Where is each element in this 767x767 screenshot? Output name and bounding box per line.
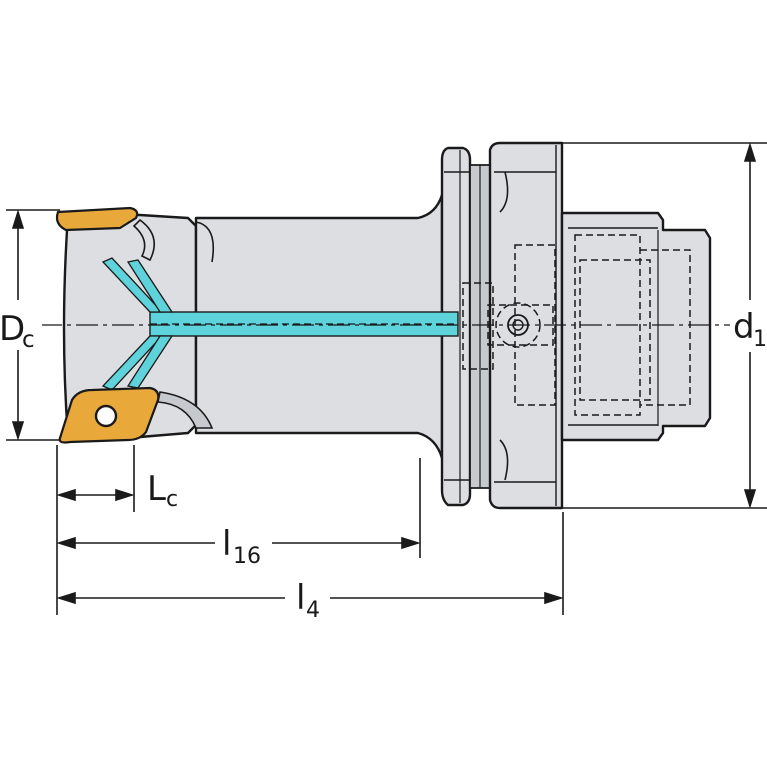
insert-top-shape [55,206,139,232]
label-l4-sub: 4 [306,598,320,623]
insert-bottom [58,386,214,444]
label-d1: d 1 [732,304,767,352]
label-l16-main: l [222,524,231,564]
insert-top [55,206,156,262]
label-dc: D c [0,302,42,353]
label-lc-main: L [147,469,166,509]
label-l4-main: l [296,578,305,618]
label-lc: L c [147,469,178,512]
label-dc-sub: c [22,327,35,353]
coolant-branch-upper-2 [126,259,174,313]
label-d1-sub: 1 [753,327,767,352]
insert-screw-icon [94,404,118,428]
dimension-lines [6,142,767,615]
coolant-branch-upper-1 [101,257,164,313]
label-lc-sub: c [166,487,178,512]
coolant-channels [101,257,459,391]
label-dc-main: D [0,309,25,349]
label-l16-sub: 16 [233,544,261,569]
hsk-spigot [560,211,712,442]
label-l4: l 4 [296,578,320,623]
label-l16: l 16 [222,524,261,569]
tool-body [62,141,712,510]
shank-fillet [195,221,215,263]
label-d1-main: d [733,307,755,347]
